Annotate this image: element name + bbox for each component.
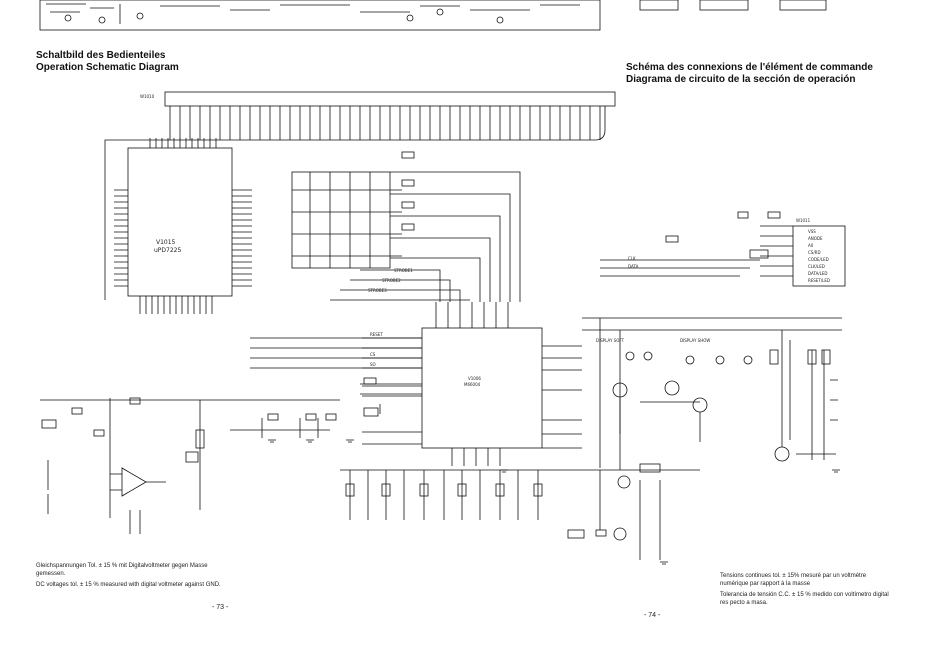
key-matrix <box>291 171 391 269</box>
title-left: Schaltbild des Bedienteiles Operation Sc… <box>36 50 179 74</box>
strobe1-label: STROBE1 <box>394 268 413 273</box>
strobe2-label: STROBE2 <box>382 278 401 283</box>
note-right: Tensions continues tol. ± 15% mesuré par… <box>720 572 890 607</box>
component-box-c <box>779 0 827 11</box>
connector-top-label: W1010 <box>140 94 155 99</box>
component-box-b <box>699 0 749 11</box>
clk-label: CLK <box>628 256 636 261</box>
right-pin-label: DATA/LED <box>808 271 828 276</box>
component-box-a <box>639 0 679 11</box>
right-pin-label: CS/RD <box>808 250 821 255</box>
note-left-de: Gleichspannungen Tol. ± 15 % mit Digital… <box>36 563 208 577</box>
right-pin-label: CODE/LED <box>808 257 829 262</box>
title-left-en: Operation Schematic Diagram <box>36 62 179 73</box>
title-left-de: Schaltbild des Bedienteiles <box>36 50 166 61</box>
page-number-right: - 74 - <box>644 612 661 619</box>
cpu-chip <box>127 147 233 297</box>
transistor-right <box>774 446 790 462</box>
note-left-en: DC voltages tol. ± 15 % measured with di… <box>36 582 221 588</box>
note-right-fr: Tensions continues tol. ± 15% mesuré par… <box>720 573 867 587</box>
right-pin-label: ANODE <box>808 236 823 241</box>
pcb-strip-top <box>39 0 601 31</box>
note-left: Gleichspannungen Tol. ± 15 % mit Digital… <box>36 562 236 589</box>
so-label: SO <box>370 362 376 367</box>
cs-label: CS <box>370 352 376 357</box>
title-right-es: Diagrama de circuito de la sección de op… <box>626 74 856 85</box>
pcb-traces <box>46 3 580 24</box>
strobe3-label: STROBE3 <box>368 288 387 293</box>
driver-part-label: M66004 <box>464 382 481 387</box>
cpu-part-label: uPD7225 <box>154 247 181 254</box>
driver-ref-label: V1006 <box>468 376 481 381</box>
bus-lines <box>169 106 601 140</box>
connector-bus <box>164 91 616 107</box>
title-right: Schéma des connexions de l'élément de co… <box>626 62 873 86</box>
note-right-es: Tolerancia de tensión C.C. ± 15 % medido… <box>720 592 889 606</box>
led-label-show: DISPLAY SHOW <box>680 338 710 343</box>
driver-chip <box>421 327 543 449</box>
reset-label: RESET <box>370 332 383 337</box>
cpu-ref-label: V1015 <box>156 239 176 246</box>
led-label-soft: DISPLAY SOFT <box>596 338 625 343</box>
page-number-left: - 73 - <box>212 604 229 611</box>
right-pin-label: RESET/LED <box>808 278 830 283</box>
title-right-fr: Schéma des connexions de l'élément de co… <box>626 62 873 73</box>
data-label: DATA <box>628 264 639 269</box>
right-pin-label: A0 <box>808 243 814 248</box>
right-pin-label: CLK/LED <box>808 264 825 269</box>
bus-return <box>104 106 606 300</box>
right-pin-label: VSS <box>808 229 816 234</box>
op-amp <box>121 467 147 497</box>
right-connector <box>792 225 846 287</box>
connector-right-label: W1011 <box>796 218 811 223</box>
